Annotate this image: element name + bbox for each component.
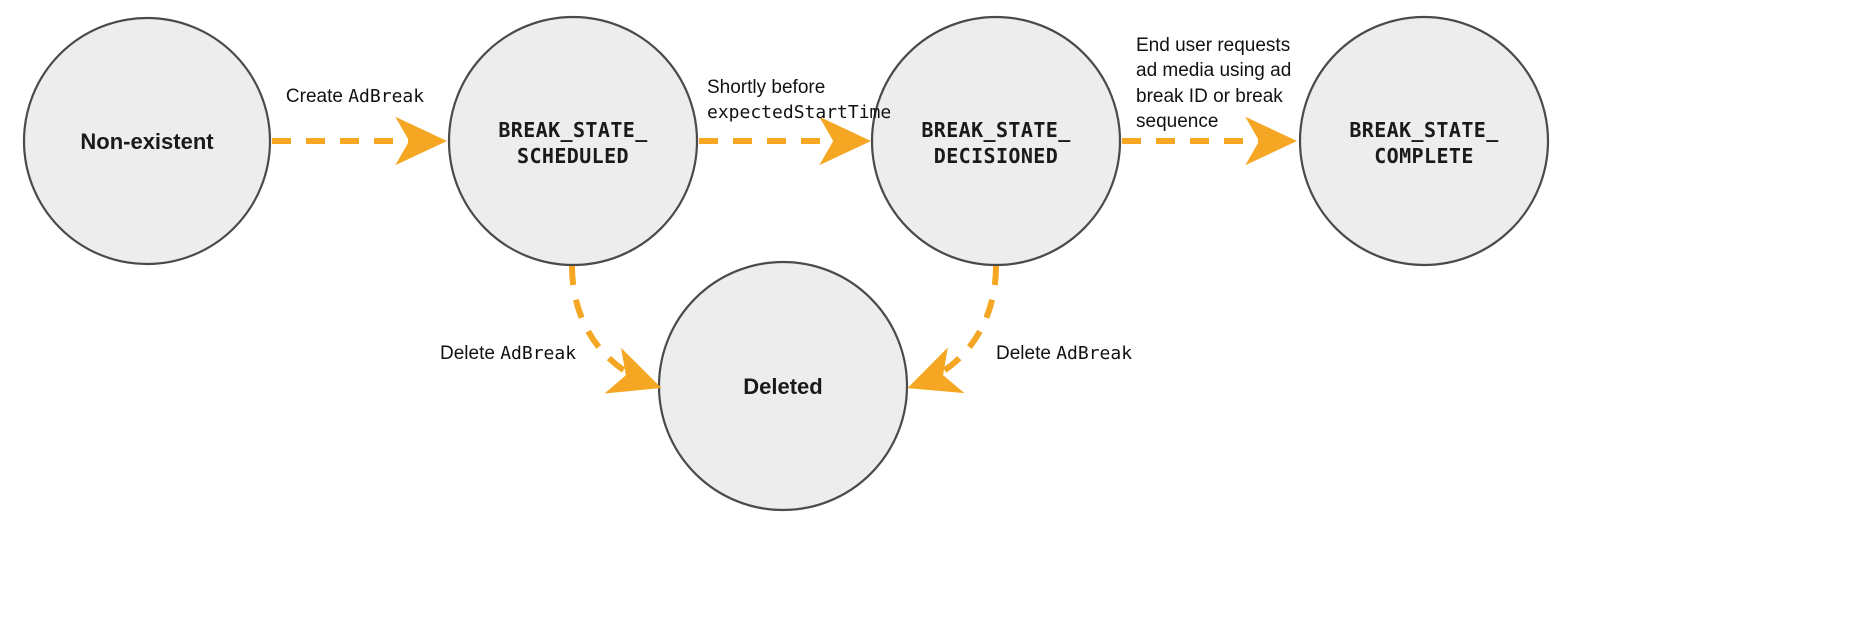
node-break-state-complete[interactable] xyxy=(1298,15,1550,267)
node-non-existent[interactable] xyxy=(22,16,272,266)
node-break-state-scheduled[interactable] xyxy=(447,15,699,267)
node-deleted[interactable] xyxy=(657,260,909,512)
node-break-state-decisioned[interactable] xyxy=(870,15,1122,267)
edge-delete-adbreak-from-scheduled xyxy=(569,265,662,394)
edge-delete-adbreak-from-decisioned xyxy=(907,265,999,394)
